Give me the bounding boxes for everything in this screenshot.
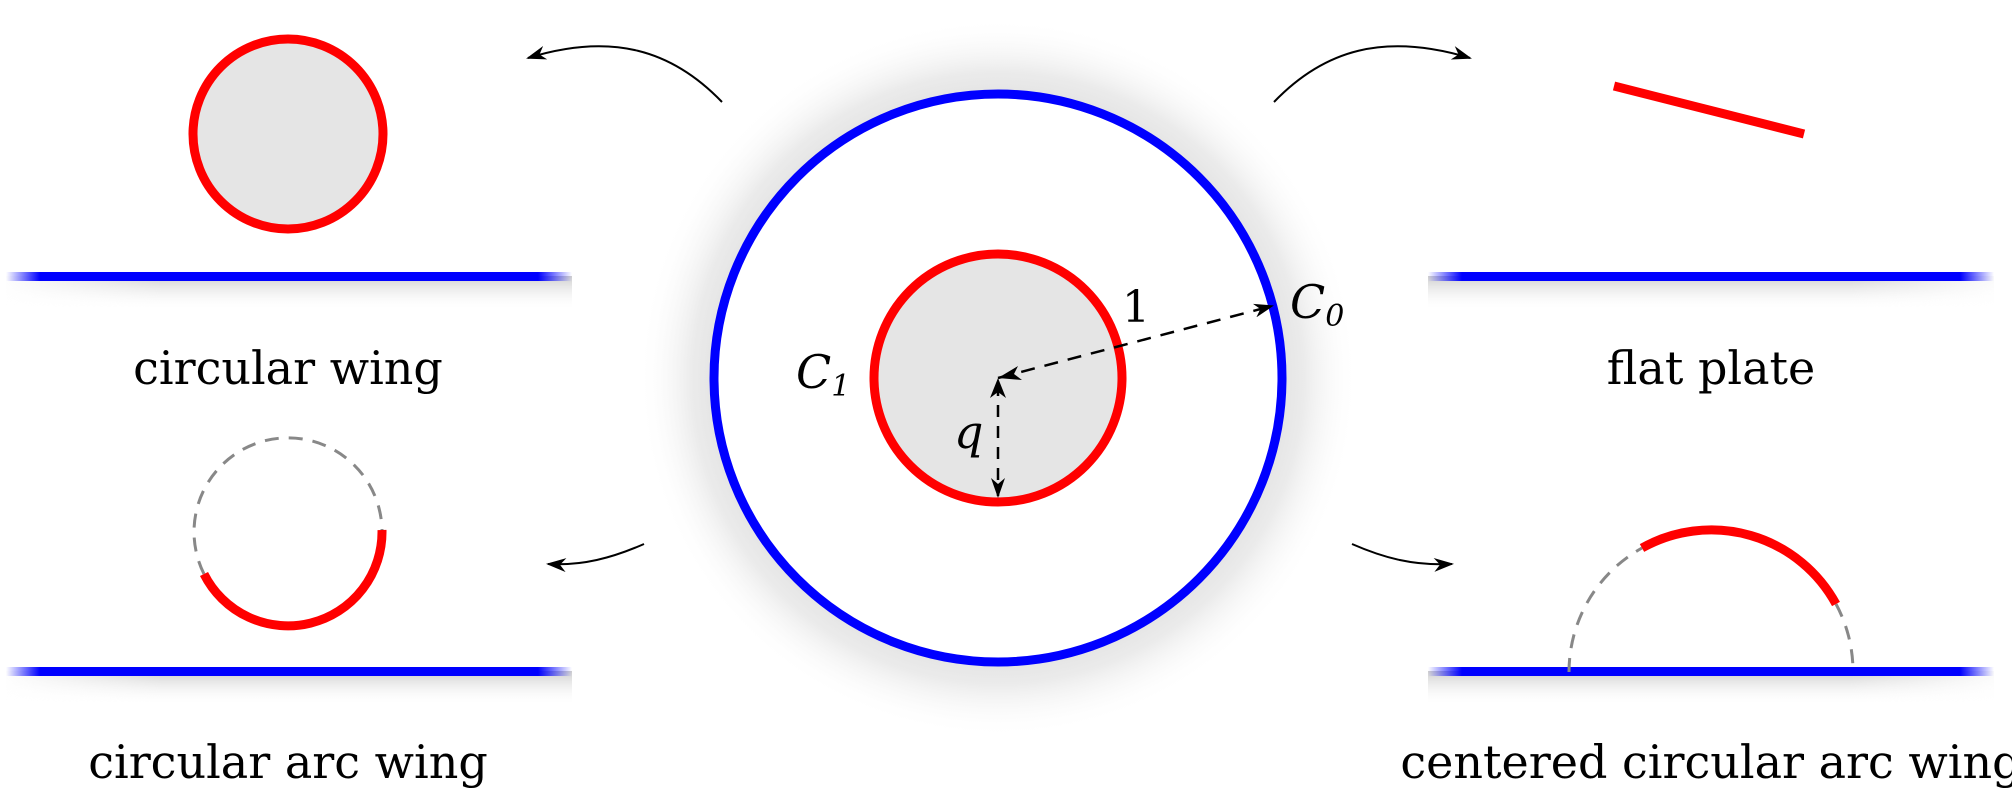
wall-line xyxy=(1428,272,1994,281)
mapping-arrows xyxy=(526,45,1472,573)
circular-wing-shape xyxy=(188,34,388,234)
map-arrow-to-flat-plate xyxy=(1273,45,1472,103)
flat-plate-shape xyxy=(1612,81,1806,139)
map-arrow-to-circular-arc-wing xyxy=(546,543,645,573)
wall-line xyxy=(6,667,572,676)
wall-line xyxy=(6,272,572,281)
radius-arrow-start-head xyxy=(998,366,1022,380)
caption-centered-circular-arc-wing: centered circular arc wing xyxy=(1400,735,2012,789)
wall-shadow xyxy=(6,671,572,705)
map-arrow-to-centered-arc-wing xyxy=(1351,543,1454,572)
radius-label: 1 xyxy=(1122,282,1150,333)
centered-circular-arc-wing-shape xyxy=(1639,525,1840,607)
offset-label: q xyxy=(954,405,983,459)
wall-shadow xyxy=(1428,276,1994,310)
map-arrow-to-circular-wing xyxy=(526,45,723,103)
wall-line xyxy=(1428,667,1994,676)
caption-flat-plate: flat plate xyxy=(1607,341,1816,395)
wall-shadow xyxy=(1428,671,1994,705)
arc-wing-dashed-circle xyxy=(192,436,384,575)
panel-flat-plate: flat plate xyxy=(1428,81,1994,395)
offset-arrow-start-head xyxy=(990,378,1006,398)
inner-circle-label: C1 xyxy=(796,345,850,404)
outer-circle-label: C0 xyxy=(1290,275,1344,334)
panel-circular-wing: circular wing xyxy=(6,34,572,395)
panel-circular-arc-wing: circular arc wing xyxy=(6,436,572,789)
wall-shadow xyxy=(6,276,572,310)
centered-arc-dashed-left xyxy=(1567,546,1643,673)
caption-circular-arc-wing: circular arc wing xyxy=(88,735,488,789)
caption-circular-wing: circular wing xyxy=(133,341,443,395)
circular-arc-wing-shape xyxy=(199,529,387,631)
panel-centered-circular-arc-wing: centered circular arc wing xyxy=(1400,525,2012,789)
centered-arc-dashed-right xyxy=(1834,603,1855,673)
annulus-domain: C0 C1 1 q xyxy=(638,18,1358,738)
